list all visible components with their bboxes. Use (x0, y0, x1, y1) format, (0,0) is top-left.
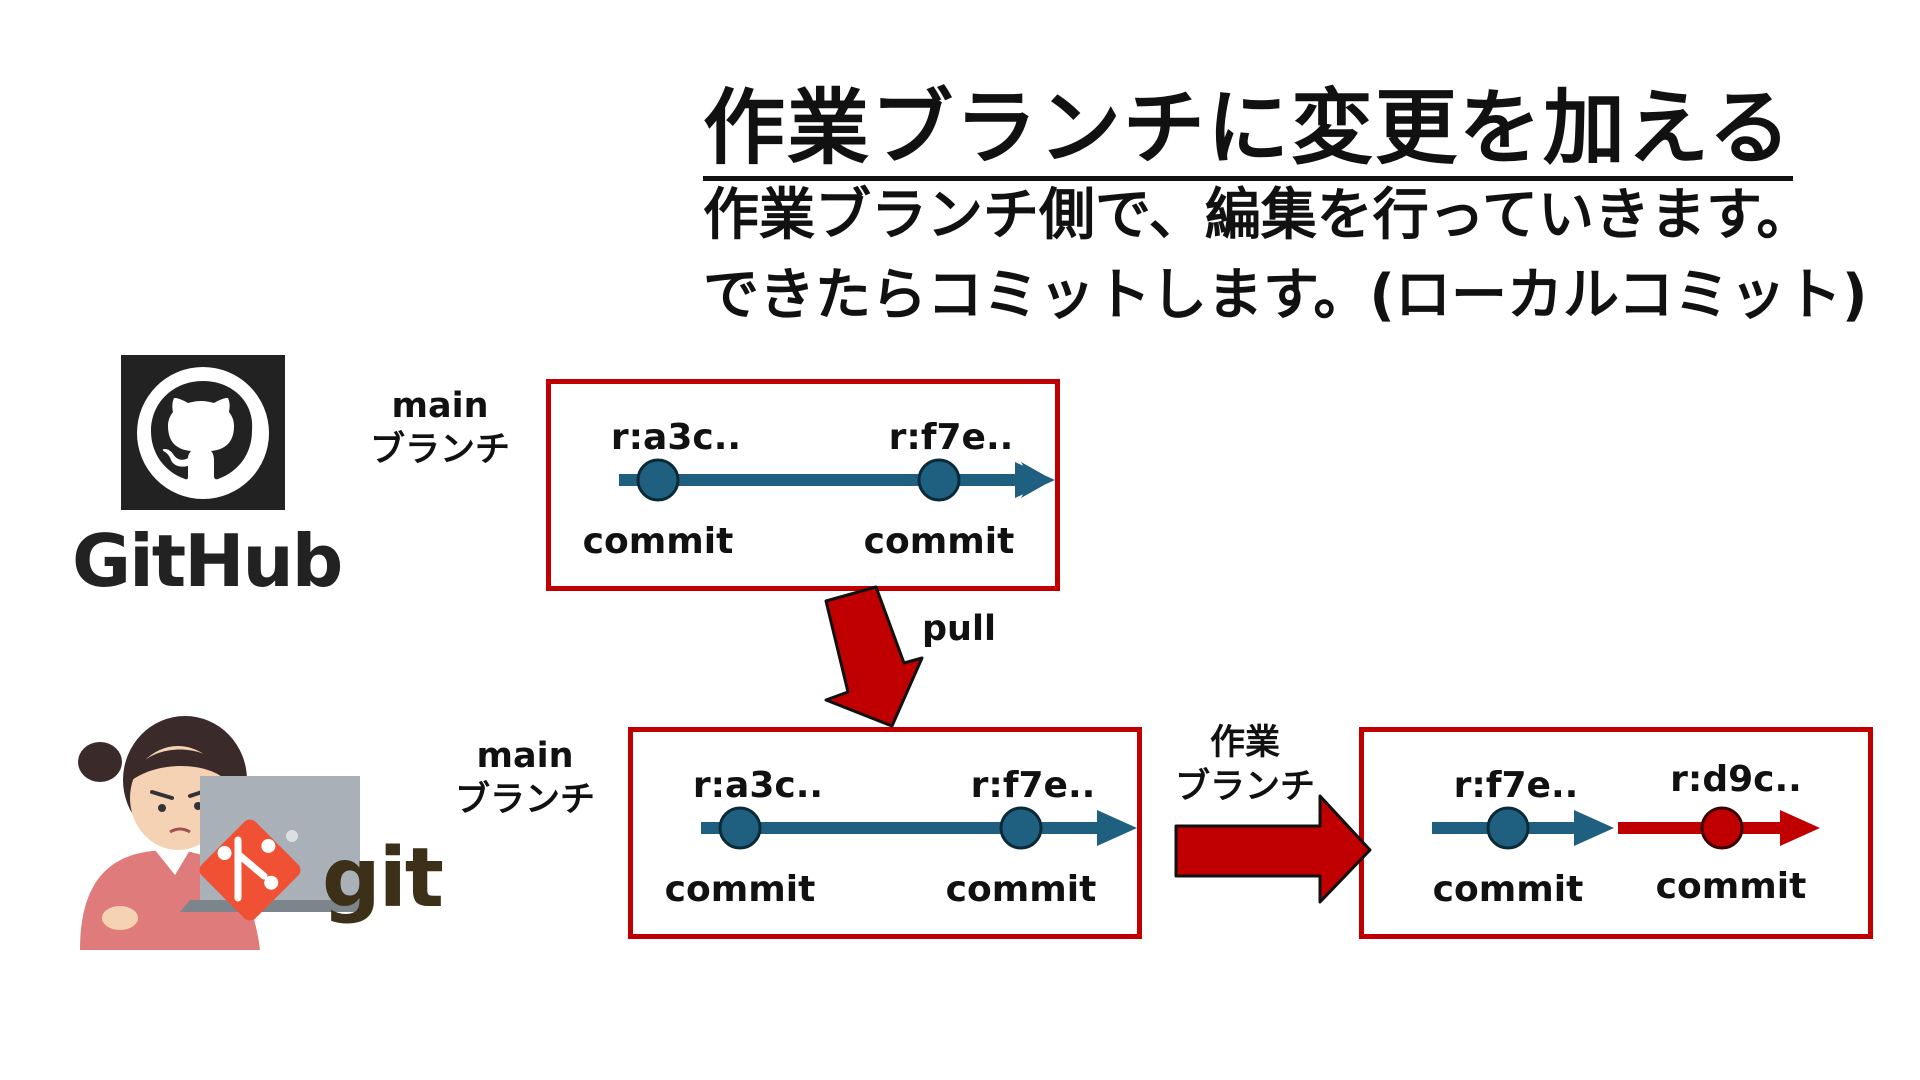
subtitle-line-1: 作業ブランチ側で、編集を行っていきます。 (703, 183, 1813, 248)
commit-node (718, 806, 762, 850)
commit-hash: r:a3c.. (692, 765, 824, 806)
commit-label: commit (945, 869, 1097, 910)
commit-label: commit (1655, 866, 1807, 907)
pull-label: pull (922, 609, 996, 649)
github-octocat-icon (121, 355, 285, 510)
local-main-branch-box: r:a3c.. r:f7e.. commit commit (628, 727, 1142, 939)
branch-arrow (1174, 794, 1372, 904)
commit-hash: r:a3c.. (610, 417, 742, 458)
github-wordmark: GitHub (72, 519, 343, 603)
commit-node (999, 806, 1043, 850)
subtitle-line-2: できたらコミットします。(ローカルコミット) (703, 263, 1868, 328)
commit-label: commit (582, 521, 734, 562)
commit-hash: r:f7e.. (1453, 765, 1579, 806)
work-branch-box: r:f7e.. r:d9c.. commit commit (1359, 727, 1873, 939)
git-wordmark: git (322, 831, 444, 926)
commit-hash: r:f7e.. (888, 417, 1014, 458)
commit-hash: r:d9c.. (1670, 759, 1802, 800)
commit-node (1486, 806, 1530, 850)
pull-arrow (824, 585, 924, 728)
commit-label: commit (1432, 869, 1584, 910)
new-commit-node (1700, 806, 1744, 850)
commit-label: commit (863, 521, 1015, 562)
commit-node (917, 458, 961, 502)
git-logo-icon (199, 819, 301, 921)
commit-hash: r:f7e.. (970, 765, 1096, 806)
work-branch-label: 作業ブランチ (1175, 723, 1316, 807)
slide-title: 作業ブランチに変更を加える (703, 88, 1793, 181)
commit-node (636, 458, 680, 502)
remote-main-branch-box: r:a3c.. r:f7e.. commit commit (546, 379, 1060, 591)
commit-label: commit (664, 869, 816, 910)
developer-illustration (78, 716, 360, 950)
